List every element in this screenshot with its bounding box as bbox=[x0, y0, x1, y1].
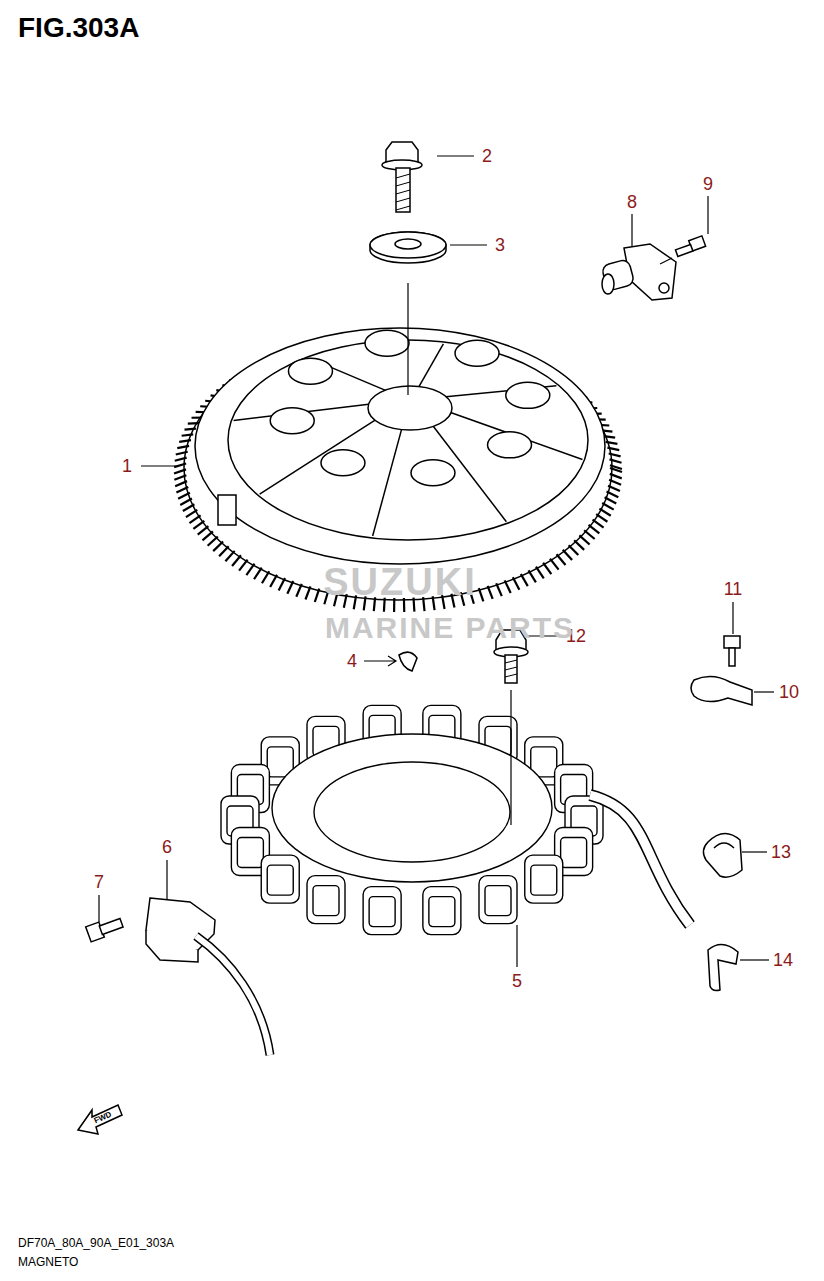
figure-caption: MAGNETO bbox=[18, 1256, 78, 1268]
callout-number: 5 bbox=[512, 972, 522, 990]
watermark: SUZUKI bbox=[323, 563, 476, 601]
callout-number: 3 bbox=[495, 236, 505, 254]
callout-number: 13 bbox=[771, 843, 791, 861]
flywheel bbox=[174, 328, 622, 612]
drawing-code: DF70A_80A_90A_E01_303A bbox=[18, 1237, 174, 1249]
callout-number: 6 bbox=[162, 838, 172, 856]
figure-title: FIG.303A bbox=[18, 14, 139, 42]
callout-number: 14 bbox=[773, 951, 793, 969]
callout-number: 4 bbox=[347, 652, 357, 670]
callout-number: 7 bbox=[94, 873, 104, 891]
callout-number: 10 bbox=[779, 683, 799, 701]
callout-number: 2 bbox=[482, 147, 492, 165]
leader-lines bbox=[99, 156, 774, 967]
parts bbox=[78, 142, 752, 1134]
callout-number: 11 bbox=[724, 580, 743, 598]
callout-number: 9 bbox=[703, 175, 713, 193]
callout-number: 1 bbox=[122, 457, 132, 475]
callout-number: 8 bbox=[627, 193, 637, 211]
stator bbox=[221, 705, 603, 934]
watermark: MARINE PARTS bbox=[325, 613, 575, 643]
